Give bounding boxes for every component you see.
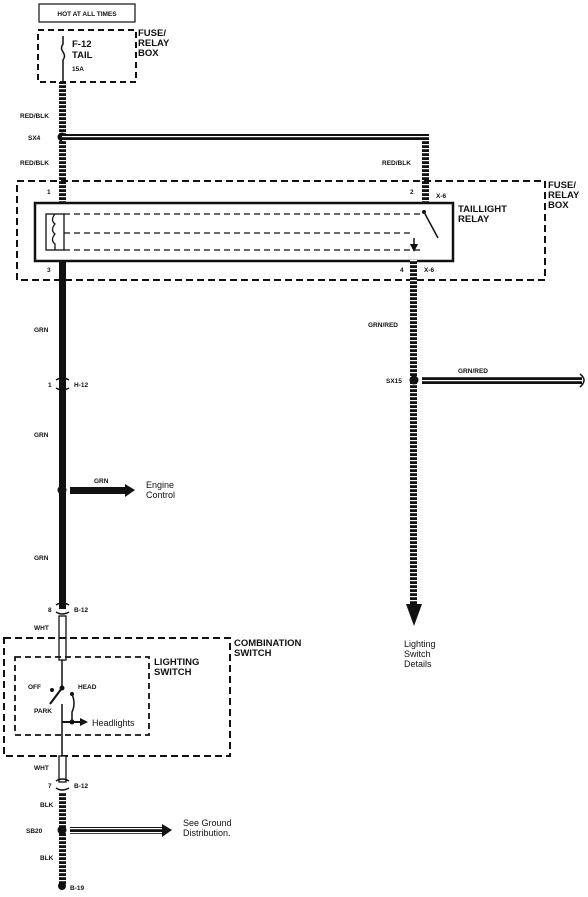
label-sx4: SX4 xyxy=(28,135,41,142)
label-sx15: SX15 xyxy=(386,378,402,385)
wire-red-blk-horizontal xyxy=(62,134,426,141)
label-grn-red-2: GRN/RED xyxy=(458,368,488,375)
lighting-details-arrow xyxy=(406,604,422,626)
relay-term-2 xyxy=(422,190,429,204)
label-sb20: SB20 xyxy=(26,828,43,835)
connector-b12-bot xyxy=(55,778,70,791)
label-wht-1: WHT xyxy=(34,625,49,632)
connector-h12 xyxy=(55,377,70,391)
label-red-blk-top: RED/BLK xyxy=(20,113,49,120)
fuse-symbol xyxy=(60,36,66,82)
label-grn-3: GRN xyxy=(34,555,49,562)
pin-b12-bot: B-12 xyxy=(74,783,88,790)
relay-coil-winding xyxy=(51,213,56,250)
pin-h12-num: 1 xyxy=(48,382,52,389)
wire-grn-red-right xyxy=(422,377,582,384)
splice-sx15 xyxy=(409,375,419,385)
switch-head-link xyxy=(71,693,75,722)
headlights-arrow xyxy=(80,718,88,726)
splice-sb20 xyxy=(57,825,67,835)
label-blk-2: BLK xyxy=(40,855,54,862)
switch-head-label: HEAD xyxy=(78,684,97,691)
pin-b12-bot-num: 7 xyxy=(48,783,52,790)
wire-ground-branch xyxy=(70,827,162,834)
relay-contact-arrow xyxy=(410,244,418,252)
combination-switch-box xyxy=(3,637,231,757)
lighting-switch-box xyxy=(14,656,150,736)
engine-arrow xyxy=(125,484,135,497)
wire-wht-bottom xyxy=(58,755,67,783)
label-grn-2: GRN xyxy=(34,432,49,439)
pin-relay-2: 2 xyxy=(410,189,414,196)
pin-relay-4: 4 xyxy=(400,267,404,274)
hot-header-text: HOT AT ALL TIMES xyxy=(57,11,117,18)
label-red-blk-left: RED/BLK xyxy=(20,160,49,167)
pin-h12: H-12 xyxy=(74,382,88,389)
wire-grn-engine xyxy=(70,487,125,494)
wire-red-blk-right xyxy=(422,134,429,190)
relay-box xyxy=(16,180,546,281)
fuse-rating: 15A xyxy=(72,66,84,73)
switch-off-label: OFF xyxy=(28,684,41,691)
pin-x6-top: X-6 xyxy=(436,193,447,200)
relay-contact-arm xyxy=(423,211,439,239)
pin-relay-3: 3 xyxy=(47,267,51,274)
grn-red-right-end xyxy=(579,373,585,388)
pin-b19: B-19 xyxy=(70,885,84,892)
hot-header-box xyxy=(38,3,136,23)
wire-grn-main xyxy=(59,274,66,609)
headlights-label: Headlights xyxy=(92,718,135,728)
splice-engine xyxy=(57,485,67,495)
pin-relay-1: 1 xyxy=(47,189,51,196)
relay-term-3 xyxy=(59,260,66,274)
label-grn-1: GRN xyxy=(34,327,49,334)
pin-b12-top-num: 8 xyxy=(48,607,52,614)
ground-point xyxy=(58,882,66,890)
fuse-box xyxy=(37,29,137,83)
label-blk-1: BLK xyxy=(40,802,54,809)
label-wht-2: WHT xyxy=(34,765,49,772)
label-grn-red-1: GRN/RED xyxy=(368,322,398,329)
label-red-blk-right: RED/BLK xyxy=(382,160,411,167)
pin-x6-bot: X-6 xyxy=(424,267,435,274)
wire-grn-red-main xyxy=(410,274,417,604)
pin-b12-top: B-12 xyxy=(74,607,88,614)
label-grn-engine: GRN xyxy=(94,478,109,485)
fuse-name: TAIL xyxy=(72,50,93,61)
ground-arrow xyxy=(162,824,172,837)
switch-arm xyxy=(49,687,63,705)
switch-off-contact xyxy=(50,688,54,692)
relay-term-1 xyxy=(59,190,66,204)
connector-b12-top xyxy=(55,602,70,615)
taillight-relay-box xyxy=(33,201,455,263)
switch-park-label: PARK xyxy=(34,708,52,715)
fuse-id: F-12 xyxy=(72,39,92,50)
relay-term-4 xyxy=(410,260,417,274)
wire-blk xyxy=(59,792,66,884)
